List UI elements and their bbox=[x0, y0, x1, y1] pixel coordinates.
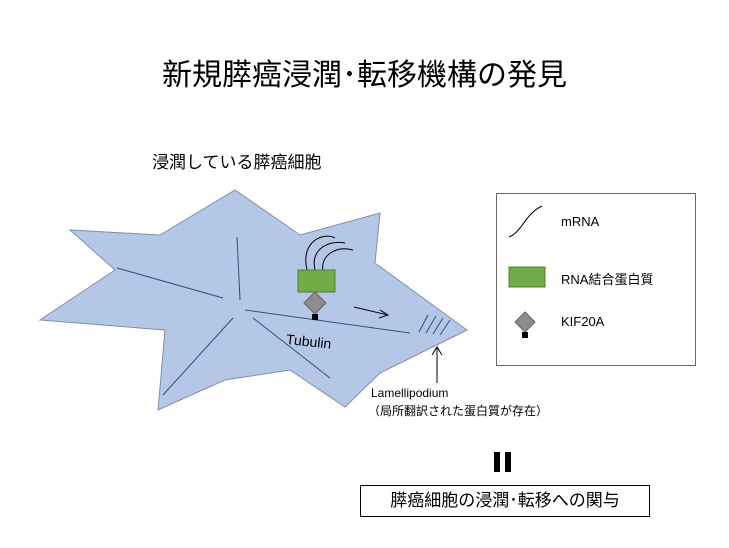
lamellipodium-note: （局所翻訳された蛋白質が存在） bbox=[368, 404, 549, 418]
tubulin-filament bbox=[252, 317, 331, 379]
legend-box: mRNA RNA結合蛋白質 KIF20A bbox=[496, 193, 696, 366]
conclusion-box: 膵癌細胞の浸潤･転移への関与 bbox=[360, 485, 650, 517]
tubulin-filament bbox=[162, 317, 234, 396]
legend-label-kif20a: KIF20A bbox=[561, 314, 605, 329]
rna-binding-protein-icon bbox=[297, 269, 336, 293]
equals-bar-icon bbox=[505, 452, 511, 472]
tubulin-filaments bbox=[116, 236, 411, 396]
equals-bar-icon bbox=[494, 452, 500, 472]
legend-label-rna-binding-protein: RNA結合蛋白質 bbox=[561, 272, 654, 287]
lamellipodium-arrow-icon bbox=[431, 346, 443, 383]
mrna-icon bbox=[305, 235, 354, 271]
slide-title: 新規膵癌浸潤･転移機構の発見 bbox=[162, 58, 567, 93]
movement-arrow-icon bbox=[353, 306, 390, 319]
legend-kif20a-foot-icon bbox=[522, 332, 528, 338]
lamellipodium-hatching bbox=[418, 314, 451, 336]
cell-caption: 浸潤している膵癌細胞 bbox=[152, 153, 322, 173]
legend-rna-binding-protein-icon bbox=[508, 266, 546, 288]
cancer-cell-shape bbox=[38, 189, 468, 411]
kif20a-foot-icon bbox=[312, 314, 318, 320]
tubulin-filament bbox=[236, 236, 241, 301]
legend-label-mrna: mRNA bbox=[561, 214, 600, 229]
tubulin-filament bbox=[116, 267, 224, 299]
lamellipodium-label: Lamellipodium bbox=[371, 386, 449, 400]
legend-icons bbox=[508, 205, 546, 338]
legend-kif20a-icon bbox=[514, 311, 536, 333]
tubulin-filament bbox=[244, 309, 411, 334]
legend-mrna-icon bbox=[508, 205, 543, 238]
